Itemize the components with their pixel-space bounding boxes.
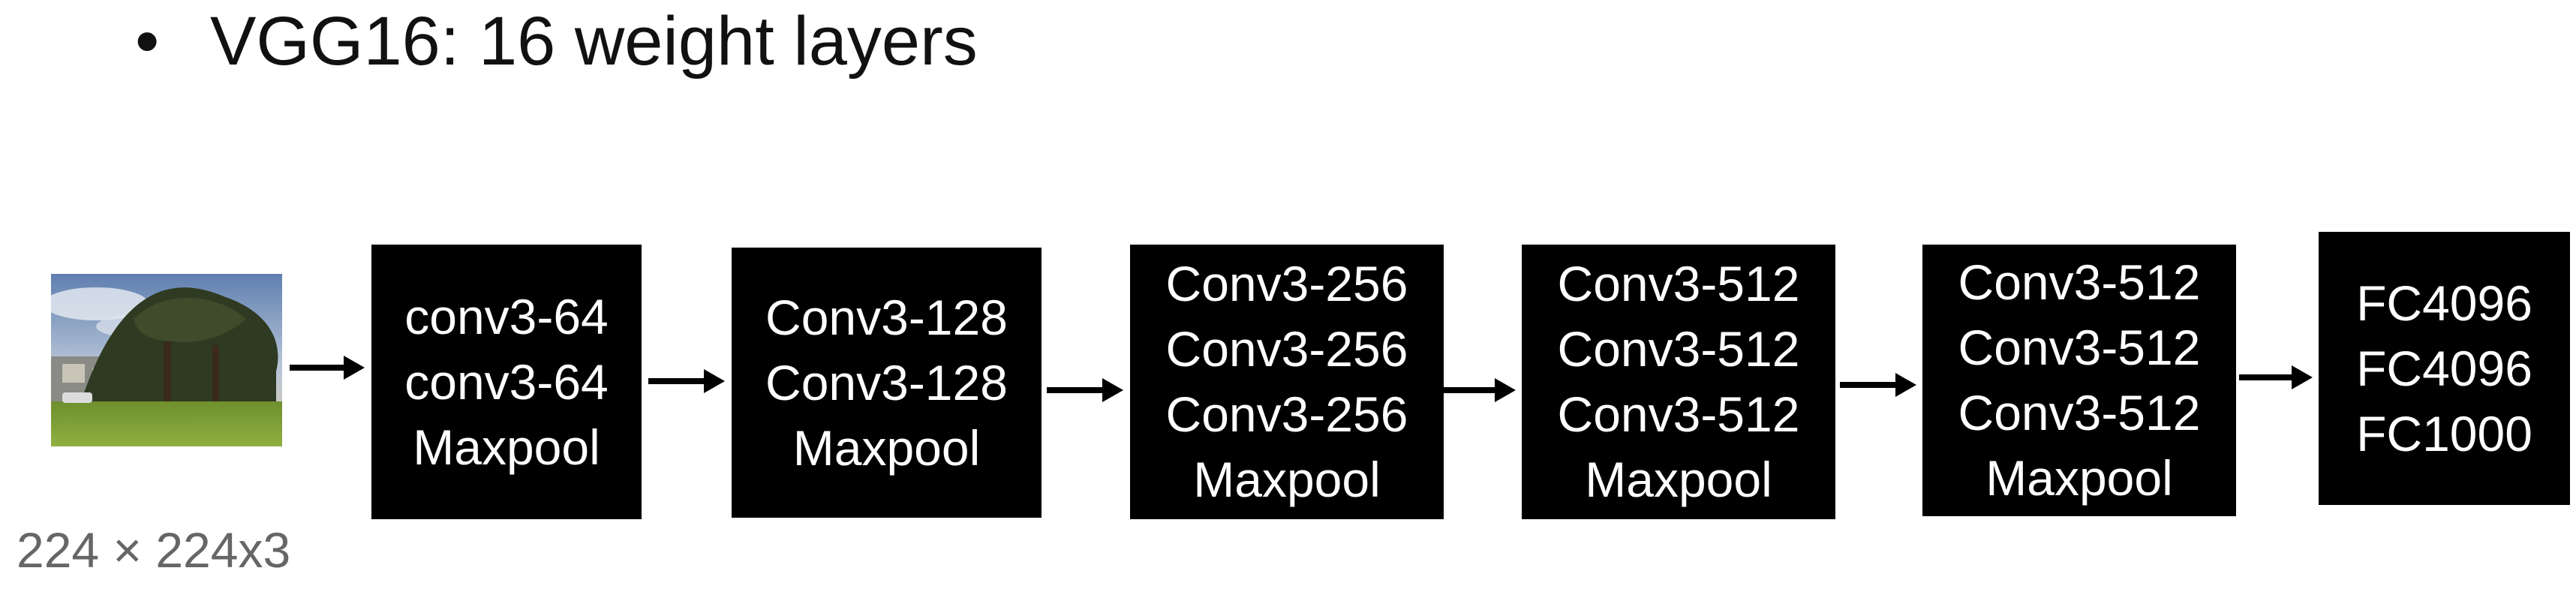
layer-label: Conv3-256 — [1165, 386, 1408, 442]
layer-label: Maxpool — [1193, 452, 1381, 507]
layer-label: conv3-64 — [404, 353, 609, 410]
block-conv64: conv3-64 conv3-64 Maxpool — [371, 245, 642, 519]
block-fc: FC4096 FC4096 FC1000 — [2319, 232, 2570, 505]
layer-label: Conv3-256 — [1165, 256, 1408, 311]
bullet-icon: • — [135, 2, 160, 80]
layer-label: conv3-64 — [404, 288, 609, 344]
arrow-right-icon — [648, 369, 725, 393]
layer-label: Conv3-128 — [765, 354, 1008, 410]
block-conv512-a: Conv3-512 Conv3-512 Conv3-512 Maxpool — [1522, 245, 1835, 519]
title-text: VGG16: 16 weight layers — [210, 2, 978, 80]
input-size-caption: 224 × 224x3 — [17, 522, 291, 578]
arrow-right-icon — [1840, 373, 1916, 397]
input-image — [51, 274, 282, 446]
arrow-right-icon — [2239, 365, 2313, 389]
landscape-photo-icon — [51, 274, 282, 446]
block-conv512-b: Conv3-512 Conv3-512 Conv3-512 Maxpool — [1922, 245, 2236, 516]
layer-label: Maxpool — [1985, 450, 2173, 506]
block-conv128: Conv3-128 Conv3-128 Maxpool — [732, 248, 1042, 518]
layer-label: Conv3-128 — [765, 289, 1008, 345]
slide-title: • VGG16: 16 weight layers — [135, 0, 978, 83]
layer-label: Conv3-512 — [1958, 254, 2201, 310]
block-conv256: Conv3-256 Conv3-256 Conv3-256 Maxpool — [1130, 245, 1444, 519]
arrow-right-icon — [1444, 378, 1516, 402]
layer-label: FC1000 — [2356, 405, 2532, 461]
layer-label: Conv3-512 — [1958, 320, 2201, 375]
layer-label: Conv3-512 — [1557, 386, 1800, 442]
layer-label: Maxpool — [1585, 452, 1772, 507]
arrow-right-icon — [290, 356, 365, 380]
arrow-right-icon — [1047, 378, 1123, 402]
layer-label: FC4096 — [2356, 340, 2532, 396]
layer-label: Maxpool — [792, 419, 981, 476]
layer-label: Conv3-512 — [1557, 321, 1800, 377]
layer-label: Conv3-512 — [1958, 385, 2201, 440]
layer-label: FC4096 — [2356, 275, 2532, 331]
layer-label: Maxpool — [413, 419, 600, 475]
layer-label: Conv3-256 — [1165, 321, 1408, 377]
layer-label: Conv3-512 — [1557, 256, 1800, 311]
